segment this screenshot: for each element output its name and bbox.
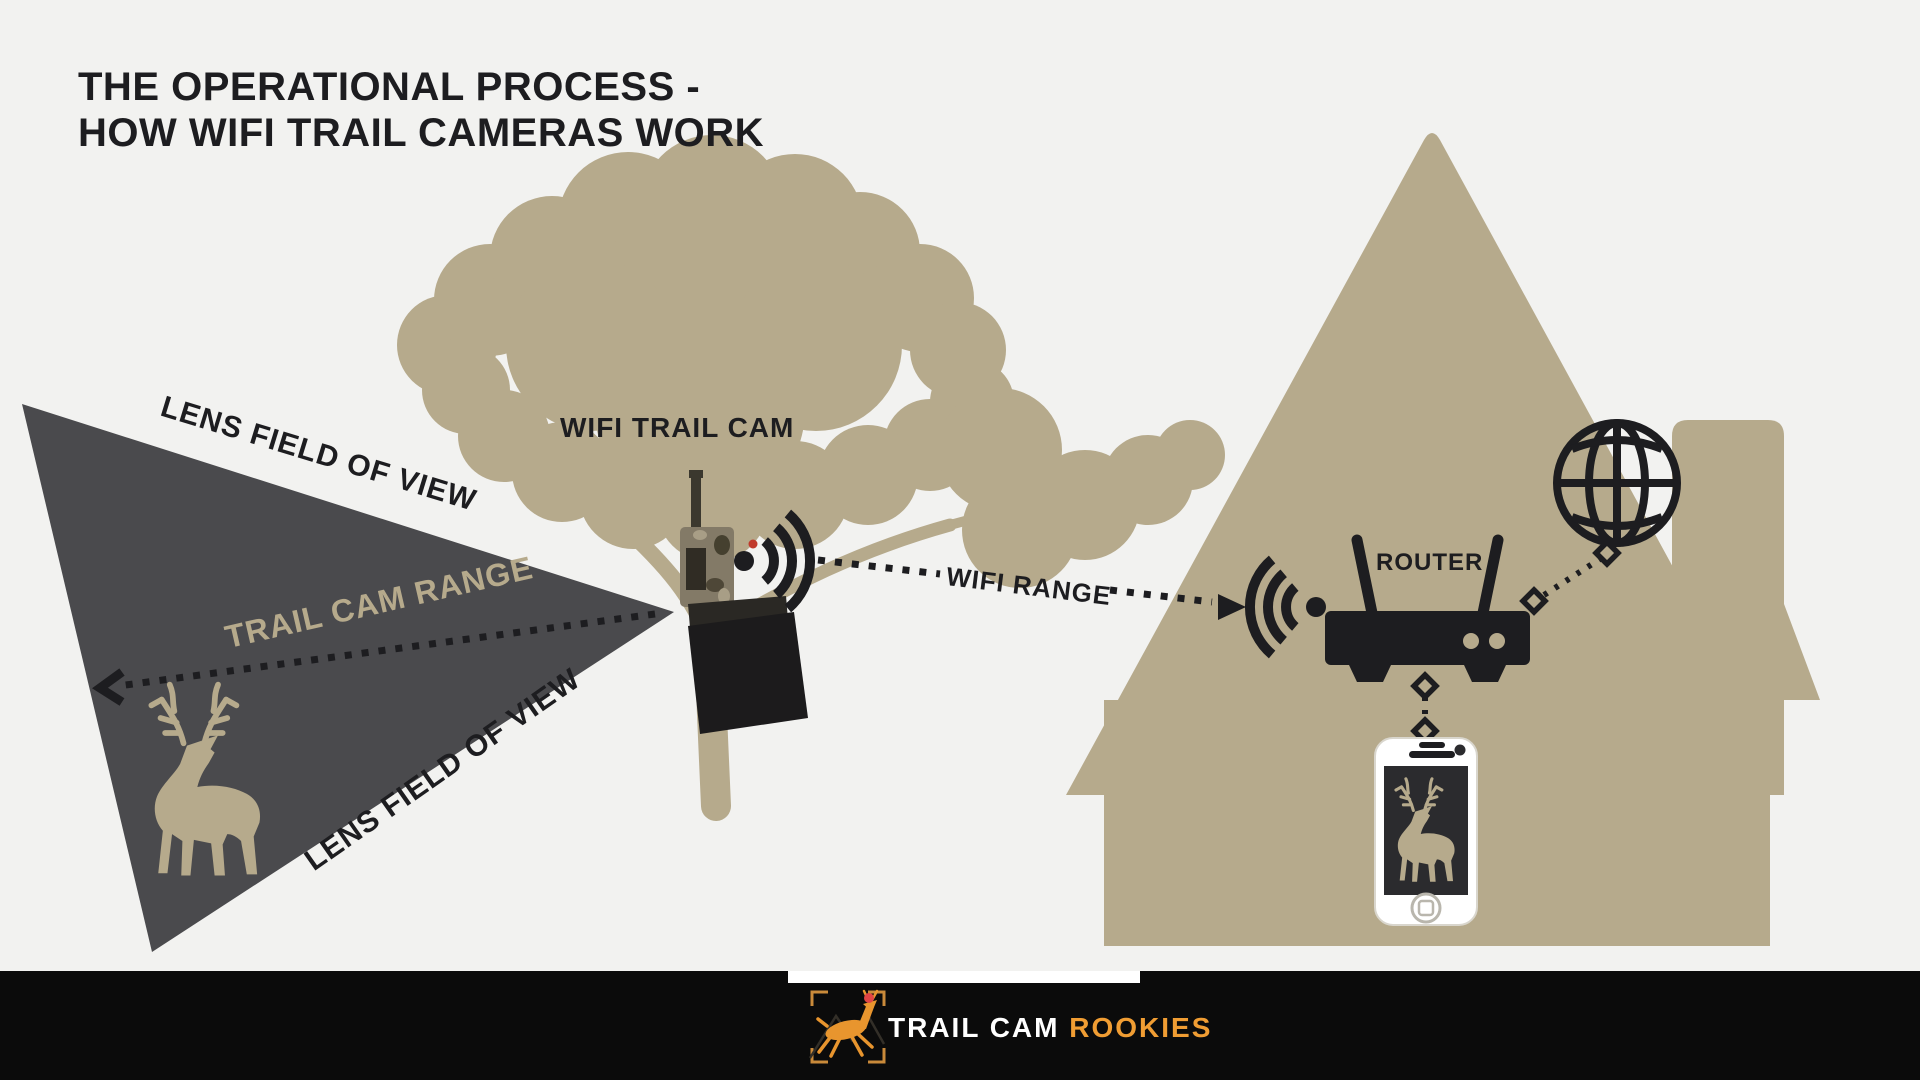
router-antenna-right xyxy=(1477,534,1504,619)
phone-home-button xyxy=(1410,892,1442,924)
page-title: THE OPERATIONAL PROCESS - HOW WIFI TRAIL… xyxy=(78,64,764,156)
router-internet-link xyxy=(1519,538,1622,616)
brand-logo xyxy=(808,989,886,1064)
arrow-right-icon xyxy=(1218,594,1246,620)
router-led xyxy=(1463,633,1479,649)
brand-accent: ROOKIES xyxy=(1069,1012,1213,1043)
brand-primary: TRAIL CAM xyxy=(888,1012,1060,1043)
title-line-1: THE OPERATIONAL PROCESS - xyxy=(78,65,701,109)
deer-logo-icon xyxy=(816,989,879,1058)
phone-speaker xyxy=(1409,751,1455,758)
globe-icon xyxy=(1553,419,1681,547)
camera-wifi-icon xyxy=(734,509,815,613)
wifi-range-line xyxy=(817,556,1246,620)
trail-camera xyxy=(680,470,808,734)
tree-canopy xyxy=(397,135,1225,588)
phone-screen xyxy=(1384,766,1468,895)
crosshair-icon xyxy=(810,990,886,1064)
camera-lens-panel xyxy=(686,548,706,590)
router-icon xyxy=(1325,534,1530,682)
phone-icon xyxy=(1374,737,1478,926)
camera-mount-box xyxy=(688,612,808,734)
phone-camera-dot xyxy=(1454,744,1466,756)
camera-antenna xyxy=(691,472,701,532)
label-wifi-trail-cam: WIFI TRAIL CAM xyxy=(560,412,795,443)
arrow-left-icon xyxy=(92,668,125,706)
label-router: ROUTER xyxy=(1376,549,1484,576)
footer-white-strip xyxy=(788,971,1140,983)
footer-bar: TRAIL CAM ROOKIES xyxy=(0,971,1920,1080)
house-wifi-icon xyxy=(1245,555,1326,659)
router-led xyxy=(1489,633,1505,649)
router-antenna-left xyxy=(1351,534,1378,619)
router-body xyxy=(1325,611,1530,665)
logo-red-dot xyxy=(864,993,874,1003)
house-right-eave xyxy=(1784,604,1820,700)
brand-wordmark: TRAIL CAM ROOKIES xyxy=(888,1012,1212,1044)
title-line-2: HOW WIFI TRAIL CAMERAS WORK xyxy=(78,111,765,155)
trail-cam-range-line xyxy=(92,610,656,706)
camera-status-led xyxy=(748,539,758,549)
